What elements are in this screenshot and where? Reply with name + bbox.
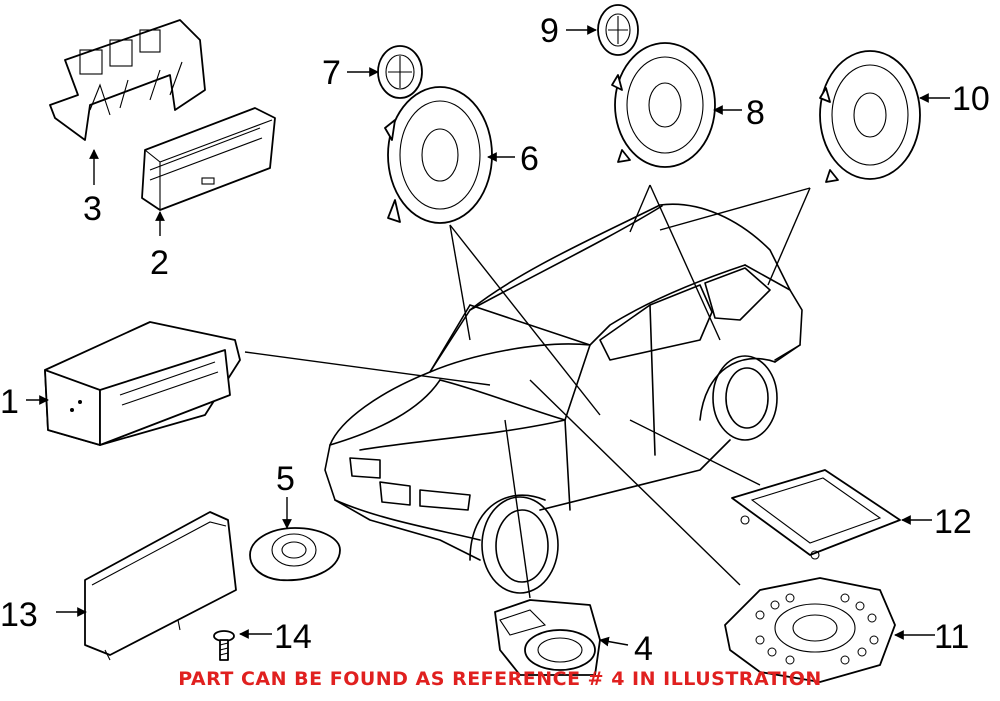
part-8-speaker <box>611 42 716 168</box>
vehicle-outline <box>324 203 803 594</box>
part-11-subwoofer-housing <box>724 577 896 683</box>
part-14-screw <box>213 630 235 661</box>
callout-7: 7 <box>322 54 341 92</box>
part-9-tweeter <box>597 4 639 56</box>
callout-arrows <box>26 25 950 647</box>
part-3-bracket <box>49 19 206 141</box>
part-1-head-unit <box>44 321 241 446</box>
part-6-speaker <box>384 86 493 224</box>
callout-labels: 1 2 3 4 5 6 7 8 9 10 11 12 13 14 <box>0 12 990 668</box>
part-5-tweeter <box>249 527 341 582</box>
leader-lines <box>244 184 811 599</box>
part-7-tweeter <box>377 45 423 99</box>
callout-9: 9 <box>540 12 559 50</box>
callout-6: 6 <box>520 140 539 178</box>
callout-14: 14 <box>274 618 312 656</box>
callout-2: 2 <box>150 244 169 282</box>
part-12-module-plate <box>731 469 901 560</box>
callout-8: 8 <box>746 94 765 132</box>
callout-1: 1 <box>0 383 19 421</box>
callout-5: 5 <box>276 460 295 498</box>
reference-caption: PART CAN BE FOUND AS REFERENCE # 4 IN IL… <box>178 668 822 690</box>
part-10-speaker <box>819 50 921 183</box>
callout-13: 13 <box>0 596 38 634</box>
callout-3: 3 <box>83 190 102 228</box>
part-13-display <box>84 511 237 661</box>
part-2-amplifier <box>141 107 276 211</box>
callout-4: 4 <box>634 630 653 668</box>
callout-12: 12 <box>934 503 972 541</box>
callout-11: 11 <box>934 618 969 656</box>
part-4-subwoofer <box>494 599 601 676</box>
callout-10: 10 <box>952 80 990 118</box>
